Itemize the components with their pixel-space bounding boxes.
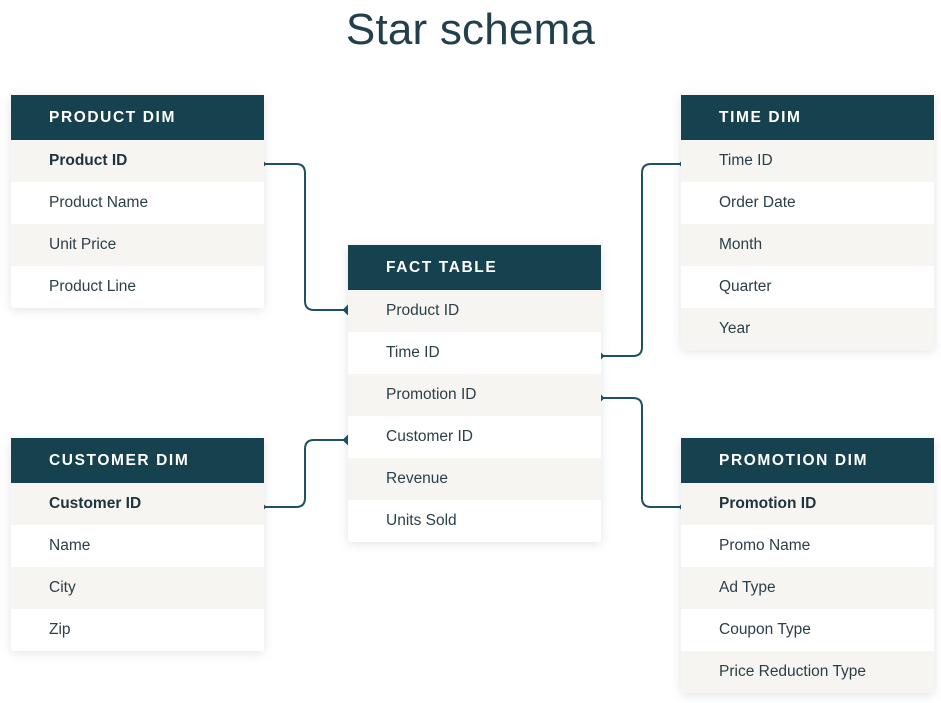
table-fact-row-revenue[interactable]: Revenue [348,458,601,500]
connector-product-dim-to-fact [260,163,347,311]
table-customer-dim-header: CUSTOMER DIM [11,438,264,483]
table-fact-row-units-sold[interactable]: Units Sold [348,500,601,542]
table-promotion-dim-row-coupon-type[interactable]: Coupon Type [681,609,934,651]
table-time-dim-row-month[interactable]: Month [681,224,934,266]
table-time-dim-row-year[interactable]: Year [681,308,934,350]
connector-fact-to-promotion-dim [600,397,685,508]
table-customer-dim-row-zip[interactable]: Zip [11,609,264,651]
table-customer-dim-row-city[interactable]: City [11,567,264,609]
table-time-dim-row-order-date[interactable]: Order Date [681,182,934,224]
page-title: Star schema [345,5,596,54]
table-fact-row-customer-id[interactable]: Customer ID [348,416,601,458]
table-time-dim-header: TIME DIM [681,95,934,140]
table-promotion-dim-row-price-reduction-type[interactable]: Price Reduction Type [681,651,934,693]
table-customer-dim-row-name[interactable]: Name [11,525,264,567]
table-promotion-dim-row-promotion-id[interactable]: Promotion ID [681,483,934,525]
table-fact-header: FACT TABLE [348,245,601,290]
table-promotion-dim-row-promo-name[interactable]: Promo Name [681,525,934,567]
table-time-dim-row-quarter[interactable]: Quarter [681,266,934,308]
table-fact-row-product-id[interactable]: Product ID [348,290,601,332]
table-time-dim-row-time-id[interactable]: Time ID [681,140,934,182]
table-product-dim-row-product-line[interactable]: Product Line [11,266,264,308]
table-fact-row-time-id[interactable]: Time ID [348,332,601,374]
table-product-dim-row-unit-price[interactable]: Unit Price [11,224,264,266]
table-product-dim-header: PRODUCT DIM [11,95,264,140]
table-promotion-dim-row-ad-type[interactable]: Ad Type [681,567,934,609]
connector-fact-to-time-dim [600,163,685,357]
table-product-dim-row-product-name[interactable]: Product Name [11,182,264,224]
connector-customer-dim-to-fact [260,439,347,508]
table-promotion-dim-header: PROMOTION DIM [681,438,934,483]
table-customer-dim-row-customer-id[interactable]: Customer ID [11,483,264,525]
table-fact-row-promotion-id[interactable]: Promotion ID [348,374,601,416]
table-product-dim-row-product-id[interactable]: Product ID [11,140,264,182]
